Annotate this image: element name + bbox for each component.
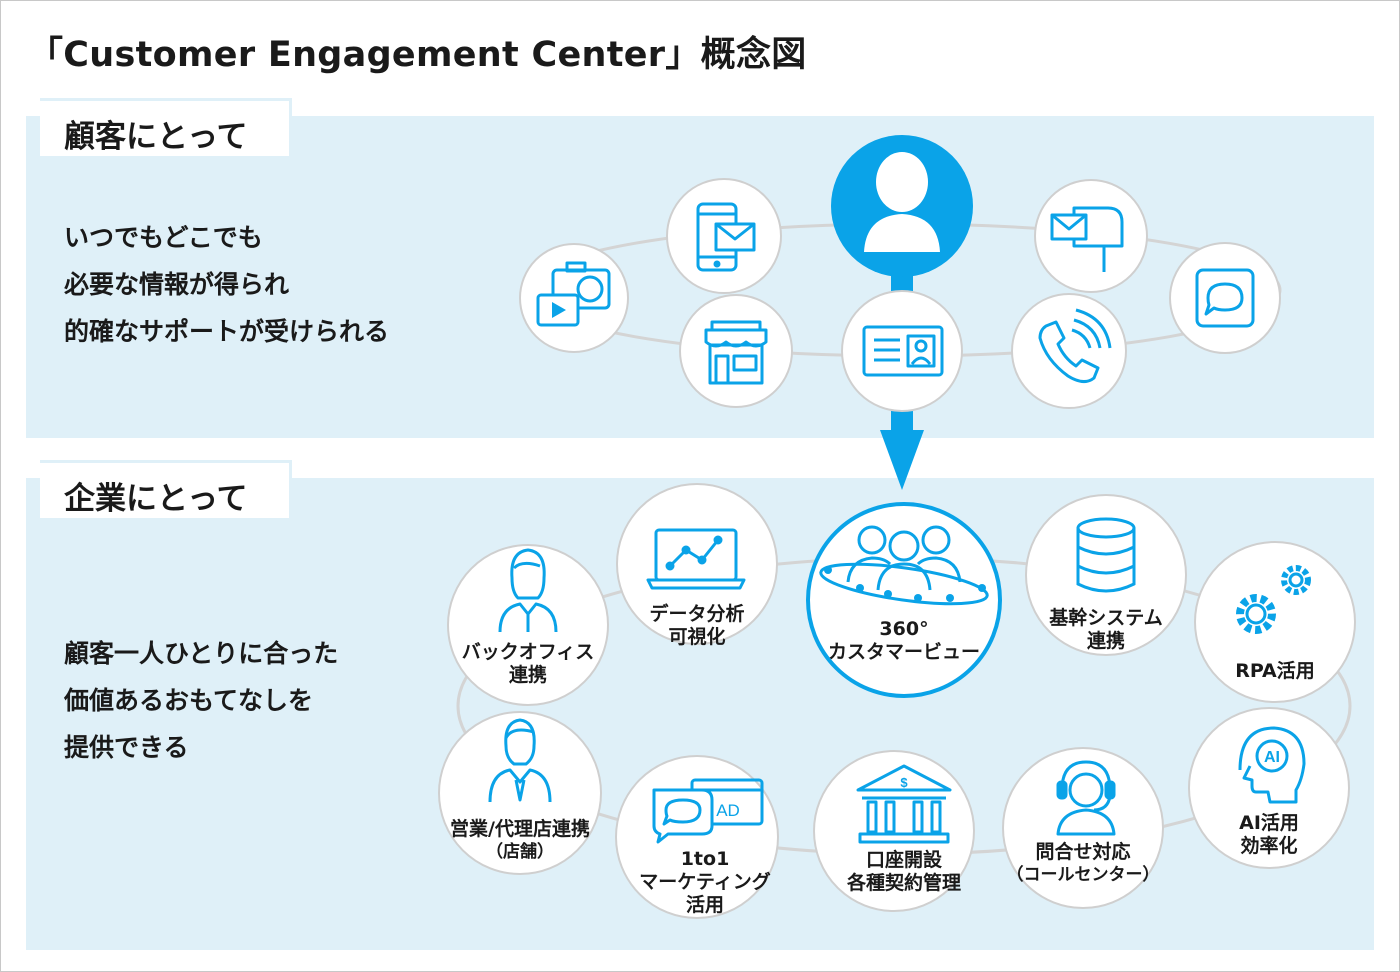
label-line: 基幹システム bbox=[1049, 607, 1163, 629]
label-line: データ分析 bbox=[649, 603, 745, 625]
label-line: 問合せ対応 bbox=[1035, 841, 1131, 863]
node-marketing-label: 1to1 マーケティング 活用 bbox=[639, 848, 770, 917]
database-icon bbox=[1076, 517, 1136, 593]
label-line: 効率化 bbox=[1240, 835, 1298, 857]
label-line: 口座開設 bbox=[865, 849, 943, 871]
node-contact-center bbox=[1002, 747, 1164, 909]
node-contact-center-label: 問合せ対応 （コールセンター） bbox=[1007, 841, 1160, 887]
label-line: 活用 bbox=[685, 894, 725, 916]
label-line: RPA活用 bbox=[1235, 660, 1315, 682]
label-line: 360° bbox=[879, 618, 929, 640]
node-chat bbox=[1169, 242, 1281, 354]
label-line: AI活用 bbox=[1239, 812, 1299, 834]
node-ai-label: AI活用 効率化 bbox=[1239, 812, 1299, 858]
node-backoffice-label: バックオフィス 連携 bbox=[462, 641, 595, 687]
node-core-system bbox=[1025, 494, 1187, 656]
label-line: 連携 bbox=[508, 664, 547, 686]
label-line: 連携 bbox=[1086, 630, 1125, 652]
label-line: 営業/代理店連携 bbox=[450, 818, 590, 840]
label-line: マーケティング bbox=[639, 871, 771, 893]
id-card-icon bbox=[862, 325, 944, 377]
customer-description-line: いつでもどこでも bbox=[64, 223, 263, 252]
businesswoman-icon bbox=[498, 548, 558, 633]
chat-bubble-icon bbox=[1195, 268, 1255, 328]
node-mailbox bbox=[1034, 179, 1148, 293]
camera-video-icon bbox=[536, 261, 611, 327]
node-analytics bbox=[616, 483, 778, 645]
customer-description-line: 必要な情報が得られ bbox=[64, 270, 290, 299]
page-title: 「Customer Engagement Center」概念図 bbox=[28, 35, 807, 75]
label-line: 各種契約管理 bbox=[846, 872, 962, 894]
node-rpa bbox=[1194, 541, 1356, 703]
company-description-line: 価値あるおもてなしを bbox=[64, 686, 314, 715]
store-icon bbox=[704, 320, 768, 385]
ai-badge: AI bbox=[1264, 749, 1280, 766]
customer-description-line: 的確なサポートが受けられる bbox=[64, 317, 390, 346]
node-rpa-label: RPA活用 bbox=[1235, 660, 1315, 683]
company-description-line: 提供できる bbox=[64, 733, 189, 762]
customer-tab-label: 顧客にとって bbox=[64, 119, 248, 155]
customer-description: いつでもどこでも 必要な情報が得られ 的確なサポートが受けられる bbox=[64, 214, 389, 355]
line-chart-monitor-icon bbox=[646, 528, 746, 590]
label-line: （コールセンター） bbox=[1006, 865, 1160, 885]
company-description-line: 顧客一人ひとりに合った bbox=[64, 639, 339, 668]
node-id-card bbox=[841, 290, 963, 412]
node-store bbox=[679, 294, 793, 408]
node-account-label: 口座開設 各種契約管理 bbox=[847, 849, 961, 895]
node-ai bbox=[1188, 707, 1350, 869]
node-sales-label: 営業/代理店連携 （店舗） bbox=[450, 818, 590, 864]
businessman-icon bbox=[488, 718, 552, 803]
headset-operator-icon bbox=[1056, 760, 1116, 836]
label-line: （店舗） bbox=[485, 842, 554, 862]
smartphone-mail-icon bbox=[696, 202, 756, 272]
label-line: カスタマービュー bbox=[827, 641, 981, 663]
node-phone bbox=[1011, 293, 1127, 409]
gears-icon bbox=[1236, 565, 1311, 634]
label-line: 1to1 bbox=[680, 848, 730, 870]
company-tab: 企業にとって bbox=[40, 460, 292, 518]
dollar-sign-icon: $ bbox=[900, 775, 908, 790]
ad-badge: AD bbox=[716, 801, 740, 820]
customer-tab: 顧客にとって bbox=[40, 98, 292, 156]
company-description: 顧客一人ひとりに合った 価値あるおもてなしを 提供できる bbox=[64, 630, 338, 771]
node-core-system-label: 基幹システム 連携 bbox=[1049, 607, 1162, 653]
down-arrow bbox=[880, 430, 924, 490]
user-icon bbox=[864, 152, 940, 252]
ai-head-icon bbox=[1238, 726, 1306, 804]
group-360-icon bbox=[819, 525, 989, 606]
label-line: 可視化 bbox=[668, 626, 726, 648]
label-line: バックオフィス bbox=[461, 641, 595, 663]
bank-icon bbox=[856, 764, 952, 844]
company-tab-label: 企業にとって bbox=[64, 481, 248, 517]
phone-call-icon bbox=[1038, 308, 1112, 383]
node-customer-view-label: 360° カスタマービュー bbox=[828, 618, 980, 664]
ad-chat-icon bbox=[652, 778, 764, 844]
mailbox-icon bbox=[1050, 206, 1124, 272]
node-analytics-label: データ分析 可視化 bbox=[649, 603, 744, 649]
